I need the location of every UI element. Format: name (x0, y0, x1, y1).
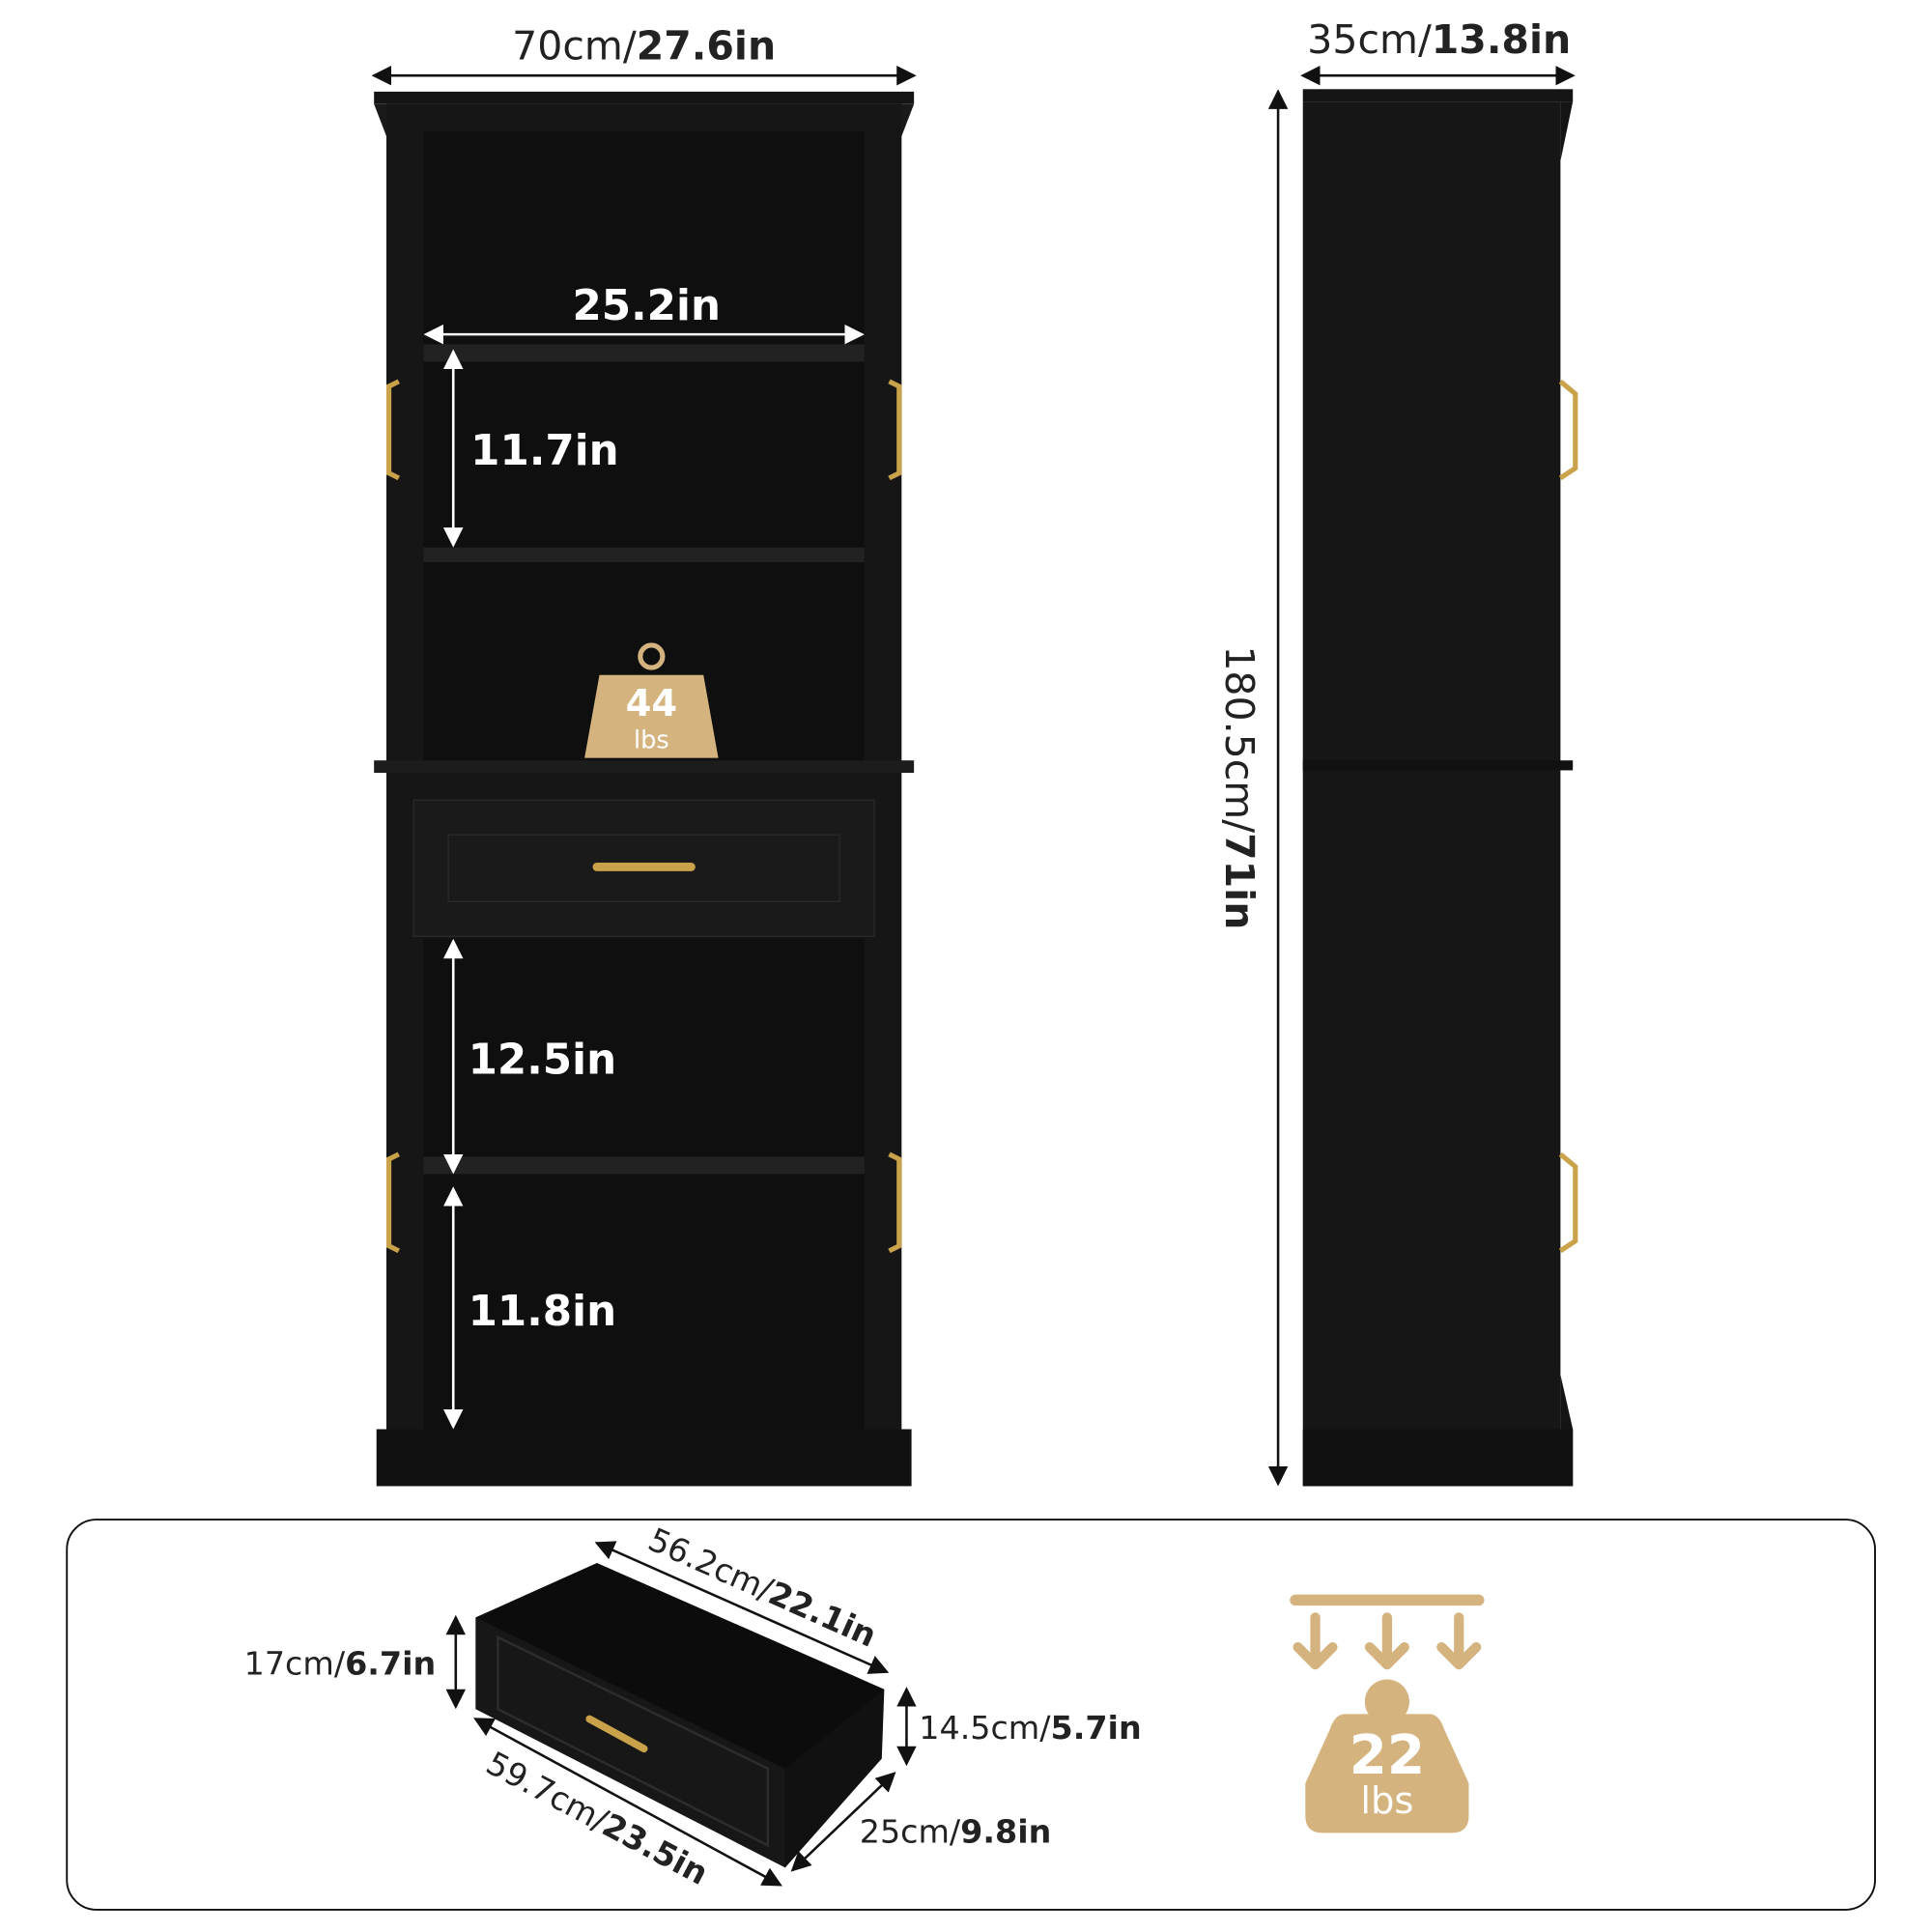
drawer-dimension-lines (445, 1541, 917, 1887)
shelf-load-weight-icon: 44 lbs (584, 642, 719, 758)
drawer-inner-height-cm: 14.5cm/ (919, 1709, 1051, 1747)
svg-text:70cm/27.6in: 70cm/27.6in (512, 23, 776, 70)
front-view-cabinet (374, 91, 915, 1487)
side-view-cabinet (1302, 89, 1578, 1487)
height-cm-label: 180.5cm/ (1216, 645, 1263, 833)
inner-width-label: 25.2in (572, 282, 720, 330)
front-width-dimension: 70cm/27.6in (371, 23, 917, 86)
shelf-load-value: 44 (626, 682, 678, 725)
shelf-height-label: 11.7in (470, 427, 618, 475)
shelf-height-label: 12.5in (469, 1037, 616, 1085)
svg-text:17cm/6.7in: 17cm/6.7in (244, 1644, 437, 1682)
svg-text:25cm/9.8in: 25cm/9.8in (860, 1813, 1052, 1851)
drawer-inner-height-in: 5.7in (1051, 1709, 1142, 1747)
height-in-label: 71in (1216, 833, 1263, 929)
drawer-depth-cm: 25cm/ (860, 1813, 961, 1851)
drawer-height-cm: 17cm/ (244, 1644, 346, 1682)
door-handle-icon (1558, 379, 1578, 1254)
side-height-dimension: 180.5cm/71in (1216, 89, 1289, 1487)
drawer-load-unit: lbs (1360, 1779, 1413, 1823)
shelf-height-label: 11.8in (469, 1288, 616, 1336)
drawer-depth-in: 9.8in (960, 1813, 1051, 1851)
drawer-load-value: 22 (1350, 1724, 1426, 1787)
shelf-load-unit: lbs (634, 725, 669, 754)
depth-cm-label: 35cm/ (1307, 16, 1432, 63)
width-cm-label: 70cm/ (512, 23, 637, 70)
side-depth-dimension: 35cm/13.8in (1300, 16, 1576, 86)
inner-width-dimension: 25.2in (423, 282, 865, 345)
svg-text:35cm/13.8in: 35cm/13.8in (1307, 16, 1571, 63)
drawer-height-in: 6.7in (345, 1644, 436, 1682)
width-in-label: 27.6in (637, 23, 776, 70)
door-handle-icon (386, 379, 902, 1254)
depth-in-label: 13.8in (1432, 16, 1571, 63)
svg-text:14.5cm/5.7in: 14.5cm/5.7in (919, 1709, 1141, 1747)
weight-with-down-arrows-icon: 22 lbs (1290, 1594, 1485, 1833)
svg-text:180.5cm/71in: 180.5cm/71in (1216, 645, 1263, 929)
